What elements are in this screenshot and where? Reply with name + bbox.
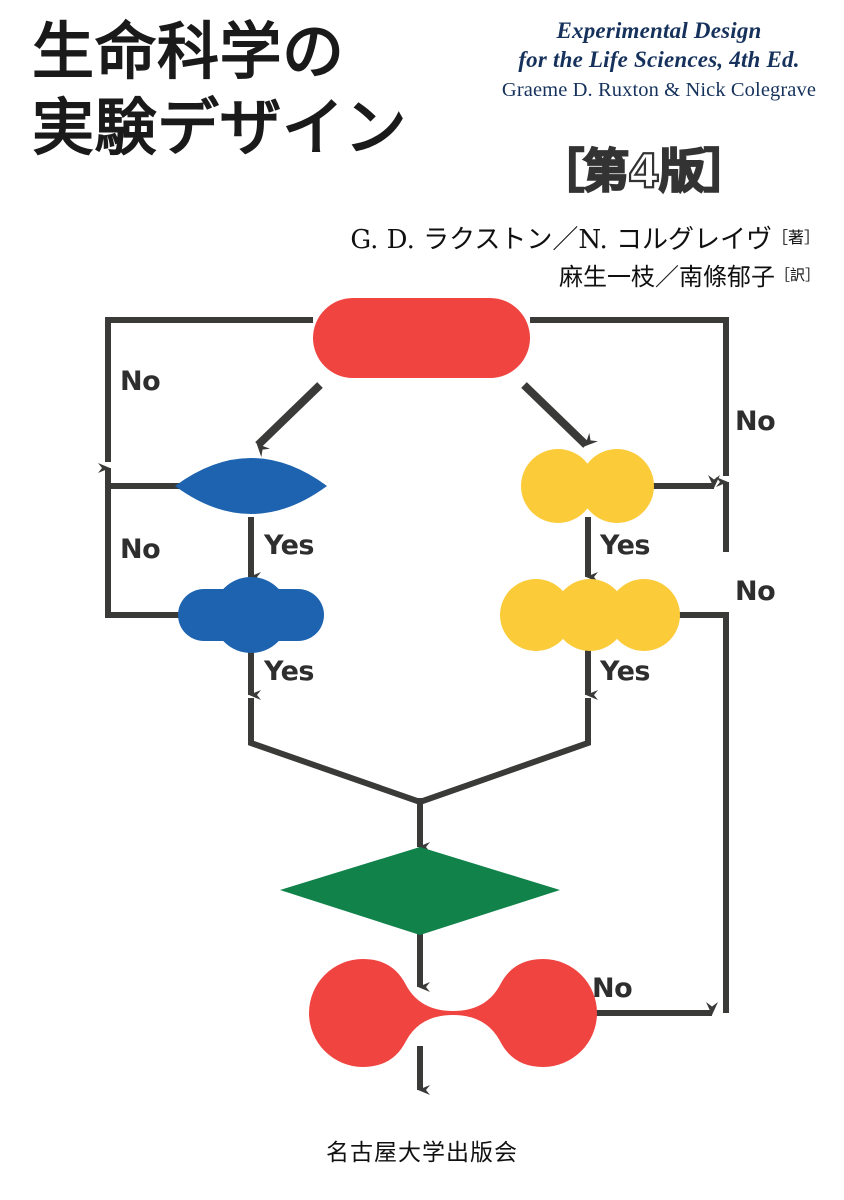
label-right-yes-bottom: Yes [599,656,650,687]
edition-badge: ［第4版］ [537,143,751,199]
japanese-translators-role: ［訳］ [774,266,820,284]
label-right-yes-top: Yes [599,530,650,561]
node-right-decision-2 [500,579,680,651]
label-right-no-bottom: No [735,576,775,607]
english-title-block: Experimental Design for the Life Science… [494,16,824,105]
label-left-yes-top: Yes [263,530,314,561]
publisher-name: 名古屋大学出版会 [326,1140,518,1166]
node-start [313,298,530,378]
flow-connectors [98,317,729,1095]
branch-arrows [255,382,598,458]
edge-start-to-right-loop [530,317,729,476]
edge-start-to-left-loop [105,317,313,462]
english-title-line-1: Experimental Design [556,18,762,43]
node-final [309,959,597,1067]
title-line-1: 生命科学の [32,15,345,88]
english-title-line-2: for the Life Sciences, 4th Ed. [518,47,800,73]
english-authors: Graeme D. Ruxton & Nick Colegrave [501,78,817,101]
node-left-decision-1 [175,458,327,514]
japanese-translators: 麻生一枝／南條郁子 [558,263,775,291]
node-right-decision-1 [521,449,654,523]
edge-start-to-right [521,382,598,448]
edge-start-to-left [255,382,323,458]
japanese-authors: G. D. ラクストン／N. コルグレイヴ [350,225,772,255]
label-final-no: No [592,973,632,1004]
edge-left-d2-no [105,490,185,618]
edge-right-d2-no [645,612,729,1013]
japanese-translators-line: 麻生一枝／南條郁子［訳］ [300,264,820,290]
japanese-authors-line: G. D. ラクストン／N. コルグレイヴ［著］ [300,226,820,255]
label-right-no-top: No [735,406,775,437]
node-left-decision-2 [178,577,324,653]
flowchart-illustration: No No Yes Yes No No Yes Yes No [0,290,844,1120]
title-line-2: 実験デザイン [32,90,408,164]
label-left-no-top: No [120,366,160,397]
japanese-authors-role: ［著］ [771,228,820,247]
label-left-no-bottom: No [120,534,160,565]
edge-merge-funnel [248,698,591,806]
page-title: 生命科学の 実験デザイン [32,14,502,165]
label-left-yes-bottom: Yes [263,656,314,687]
node-merge-diamond [280,847,560,935]
